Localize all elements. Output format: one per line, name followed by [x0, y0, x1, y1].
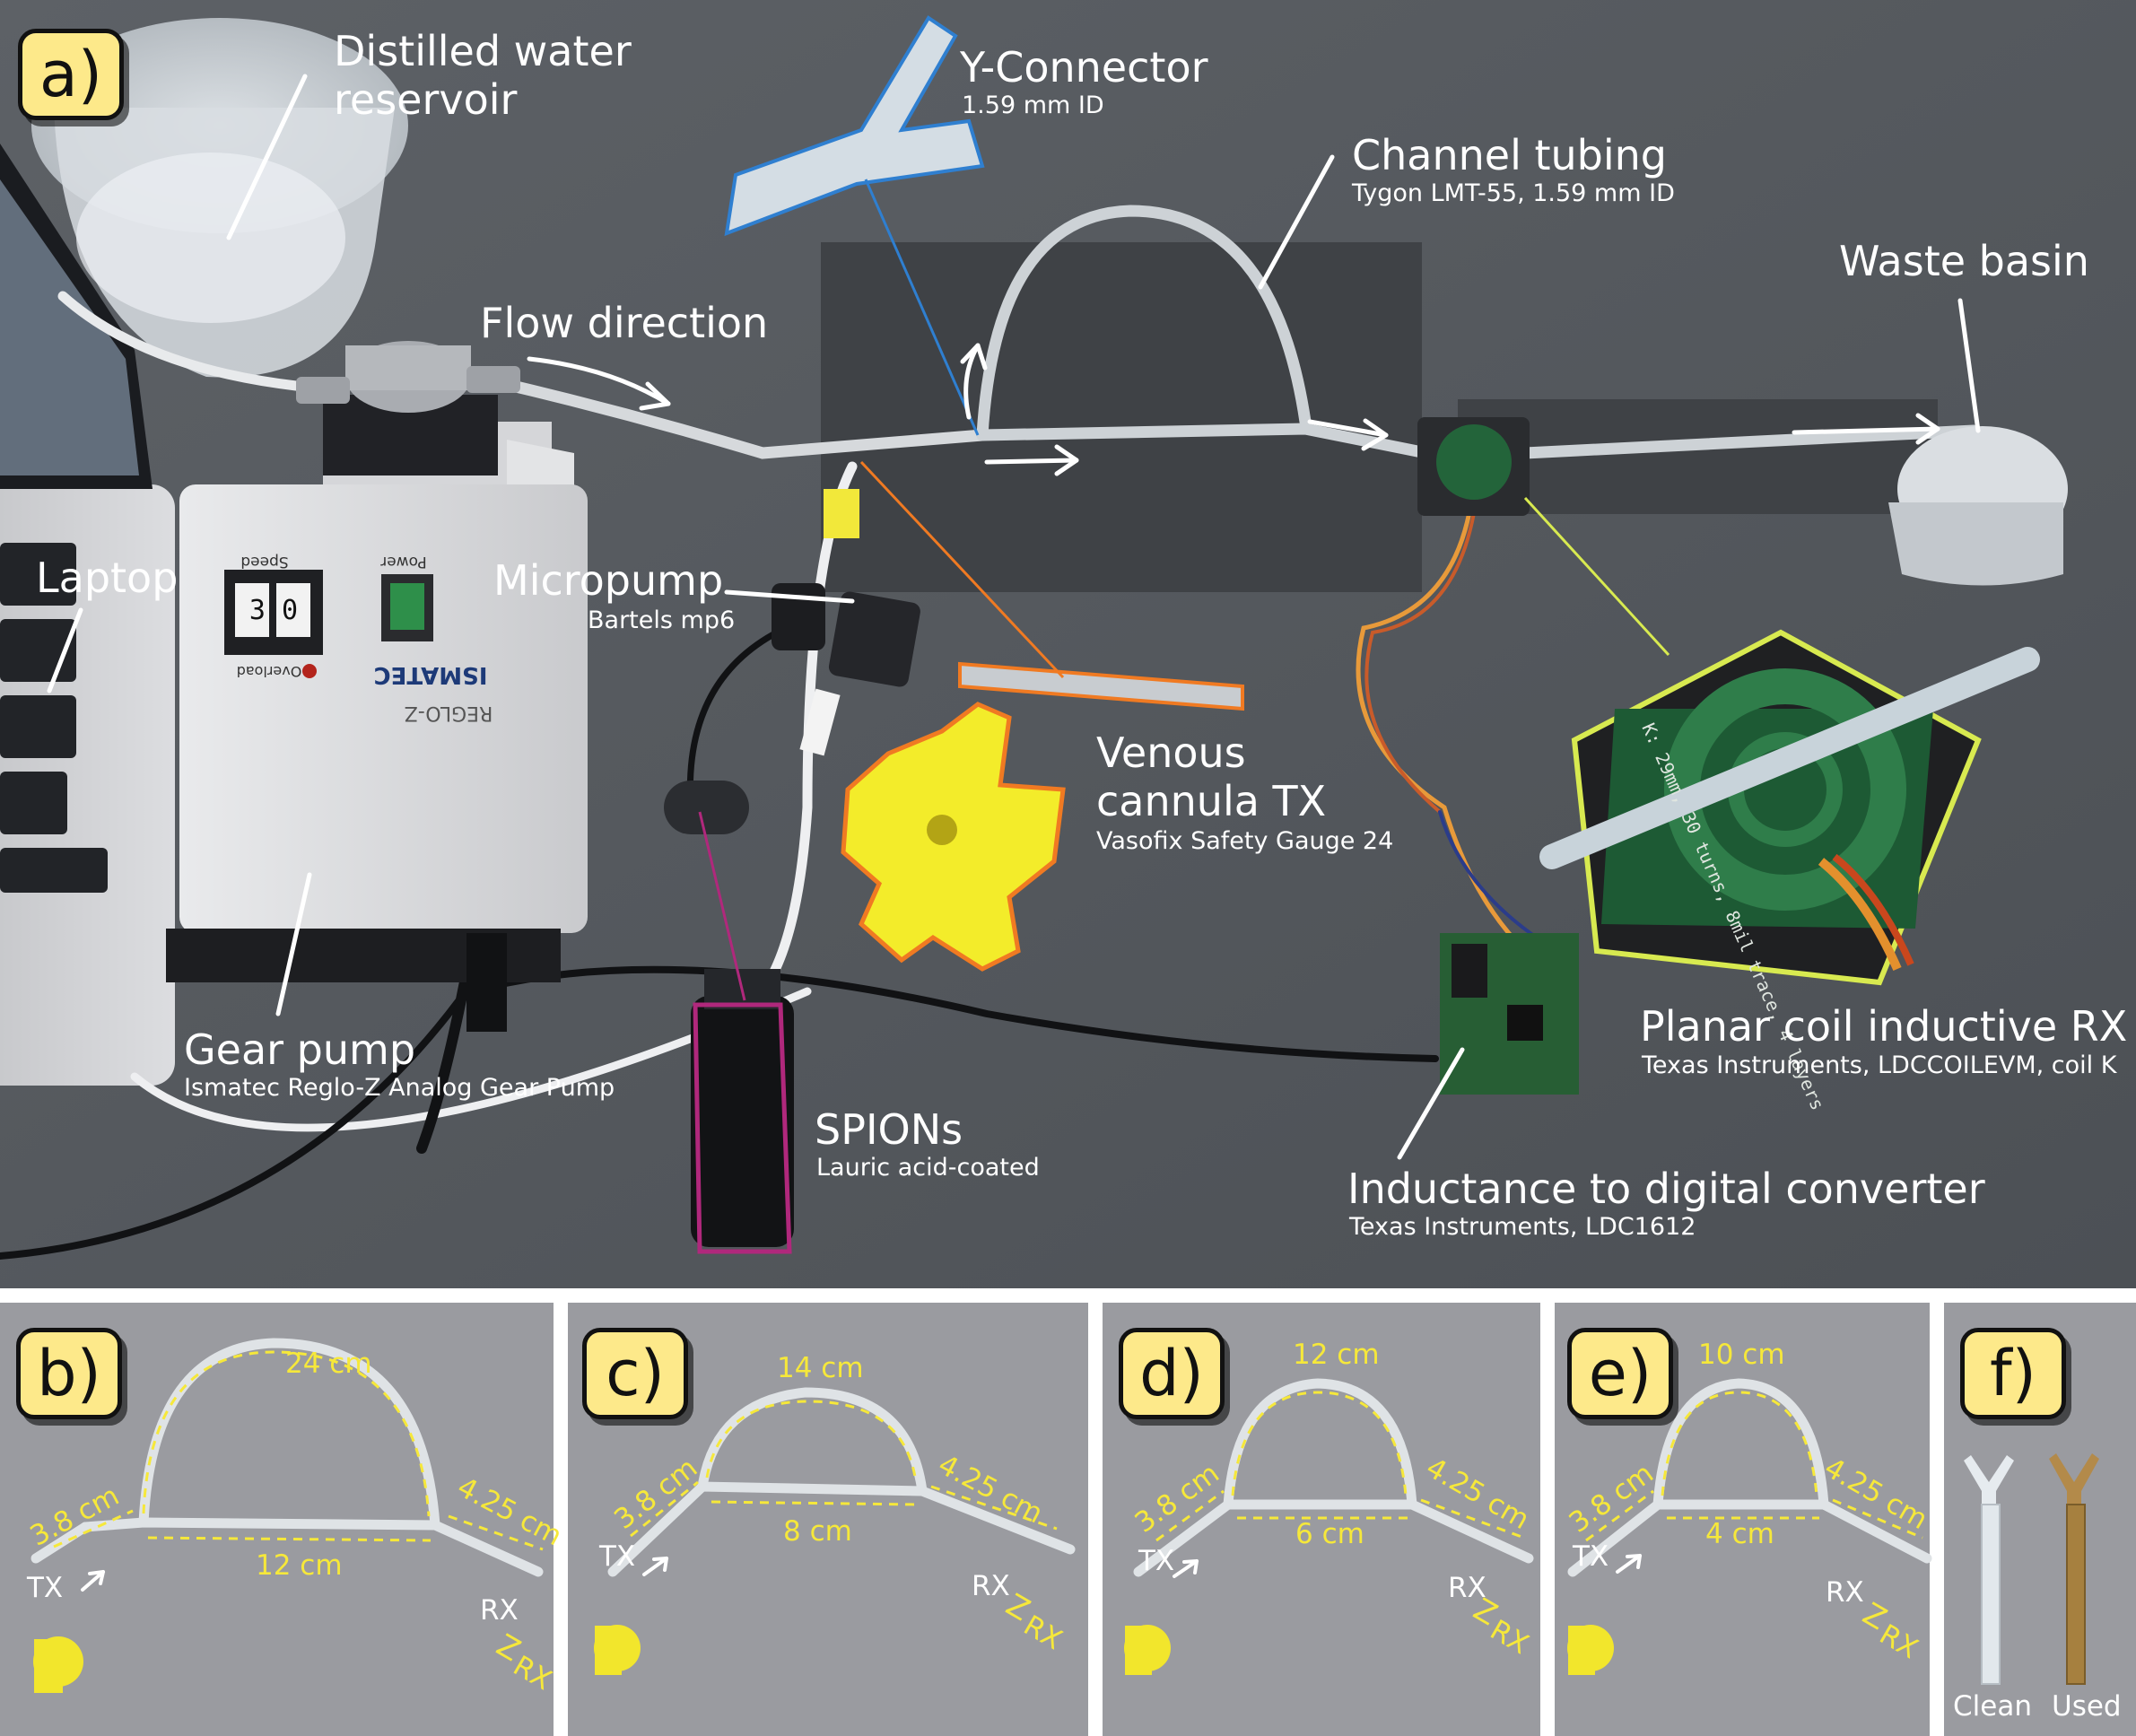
panel-d-badge: d) [1119, 1328, 1225, 1419]
gear-pump-device [166, 341, 588, 1032]
panel-b-diagram [31, 1338, 544, 1693]
panel-e-badge: e) [1567, 1328, 1673, 1419]
label-laptop: Laptop [36, 554, 179, 602]
label-y-connector-sub: 1.59 mm ID [962, 92, 1104, 119]
panel-d-diagram [1124, 1378, 1534, 1675]
panel-c-badge: c) [582, 1328, 688, 1419]
panel-d-12cm-channel: d) 12 cm 3.8 cm 6 cm 4.25 cm TX RX Z RX [1103, 1303, 1540, 1736]
laptop [0, 144, 175, 1086]
micropump-device [772, 489, 920, 756]
spions-pointer [698, 811, 746, 1001]
panel-e-diagram [1567, 1378, 1932, 1675]
label-spions: SPIONs [815, 1105, 963, 1154]
panel-f-used-label: Used [2052, 1690, 2122, 1723]
label-gear-pump-sub: Ismatec Reglo-Z Analog Gear Pump [184, 1074, 615, 1102]
water-reservoir-beaker [31, 18, 408, 378]
panel-e-tx-label: TX [1573, 1540, 1609, 1573]
label-venous-cannula: Venous cannula TX [1096, 728, 1327, 825]
panel-c-rx-label: RX [972, 1570, 1010, 1602]
panel-c-bottom-length: 8 cm [783, 1515, 852, 1548]
panel-e-top-length: 10 cm [1698, 1339, 1785, 1371]
coil-inset [1523, 496, 2040, 986]
label-channel-tubing: Channel tubing [1352, 131, 1667, 179]
pump-model-text: REGLO-Z [405, 702, 493, 724]
pump-fittings [296, 366, 520, 404]
panel-e-rx-label: RX [1826, 1576, 1864, 1609]
panel-f-y-connectors: f) Clean Used [1944, 1303, 2136, 1736]
sensor-wires [1356, 500, 1545, 954]
y-connector-inset [724, 15, 985, 436]
label-flow-direction: Flow direction [480, 299, 769, 347]
panel-d-bottom-length: 6 cm [1295, 1518, 1364, 1550]
label-channel-tubing-sub: Tygon LMT-55, 1.59 mm ID [1352, 179, 1675, 207]
label-waste-basin: Waste basin [1839, 237, 2089, 285]
label-planar-coil: Planar coil inductive RX [1640, 1002, 2128, 1051]
panel-b-tx-label: TX [27, 1572, 64, 1604]
label-y-connector: Y-Connector [960, 43, 1208, 92]
label-spions-sub: Lauric acid-coated [816, 1154, 1040, 1182]
panel-e-10cm-channel: e) 10 cm 3.8 cm 4 cm 4.25 cm TX RX Z RX [1555, 1303, 1933, 1736]
pump-brand-text: ISMATEC [374, 661, 488, 688]
clean-y-connector [1964, 1455, 2014, 1685]
label-distilled-water-reservoir: Distilled water reservoir [334, 27, 632, 124]
label-ldc-sub: Texas Instruments, LDC1612 [1349, 1213, 1696, 1241]
panel-b-24cm-channel: b) 24 cm 3.8 cm 12 cm 4.25 cm TX RX Z RX [0, 1303, 567, 1736]
panel-a-setup-photo: Speed Power Overload 3 0 REGLO-Z ISMATEC [0, 0, 2136, 1288]
panel-d-tx-label: TX [1138, 1545, 1175, 1577]
panel-f-clean-label: Clean [1953, 1690, 2032, 1723]
spions-outline [693, 1002, 792, 1254]
panel-b-badge: b) [16, 1328, 122, 1419]
waste-basin [1888, 426, 2068, 586]
panel-c-diagram [594, 1387, 1076, 1675]
cannula-inset [841, 460, 1244, 972]
panel-e-bottom-length: 4 cm [1705, 1518, 1774, 1550]
pump-overload-text: Overload [237, 663, 302, 680]
used-y-connector [2049, 1453, 2099, 1685]
panel-b-rx-label: RX [480, 1594, 519, 1627]
panel-f-diagram [1964, 1453, 2099, 1685]
panel-c-14cm-channel: c) 14 cm 3.8 cm 8 cm 4.25 cm TX RX Z RX [568, 1303, 1088, 1736]
panel-c-tx-label: TX [599, 1540, 636, 1573]
channel-mat [821, 242, 1422, 592]
label-micropump-sub: Bartels mp6 [588, 606, 736, 634]
ldc-board [1440, 933, 1579, 1095]
flow-arrows [527, 343, 1940, 476]
setup-illustration: Speed Power Overload 3 0 REGLO-Z ISMATEC [0, 0, 2136, 1288]
panel-b-top-length: 24 cm [285, 1348, 372, 1380]
pump-digits: 3 0 [249, 595, 298, 626]
label-gear-pump: Gear pump [184, 1025, 416, 1074]
label-venous-cannula-sub: Vasofix Safety Gauge 24 [1096, 827, 1394, 855]
panel-d-top-length: 12 cm [1293, 1339, 1380, 1371]
pointer-lines [47, 74, 1981, 1160]
tubing [57, 205, 1980, 1132]
label-micropump: Micropump [493, 556, 724, 605]
panel-b-bottom-length: 12 cm [256, 1549, 343, 1582]
panel-d-rx-label: RX [1448, 1572, 1486, 1604]
pump-speed-text: Speed [240, 553, 288, 571]
pump-power-text: Power [380, 553, 426, 571]
panel-f-badge: f) [1960, 1328, 2066, 1419]
coil-board-small [1417, 417, 1530, 516]
panel-a-badge: a) [18, 29, 124, 120]
label-planar-coil-sub: Texas Instruments, LDCCOILEVM, coil K [1642, 1051, 2117, 1079]
panel-c-top-length: 14 cm [777, 1352, 864, 1384]
label-ldc: Inductance to digital converter [1347, 1165, 1985, 1213]
